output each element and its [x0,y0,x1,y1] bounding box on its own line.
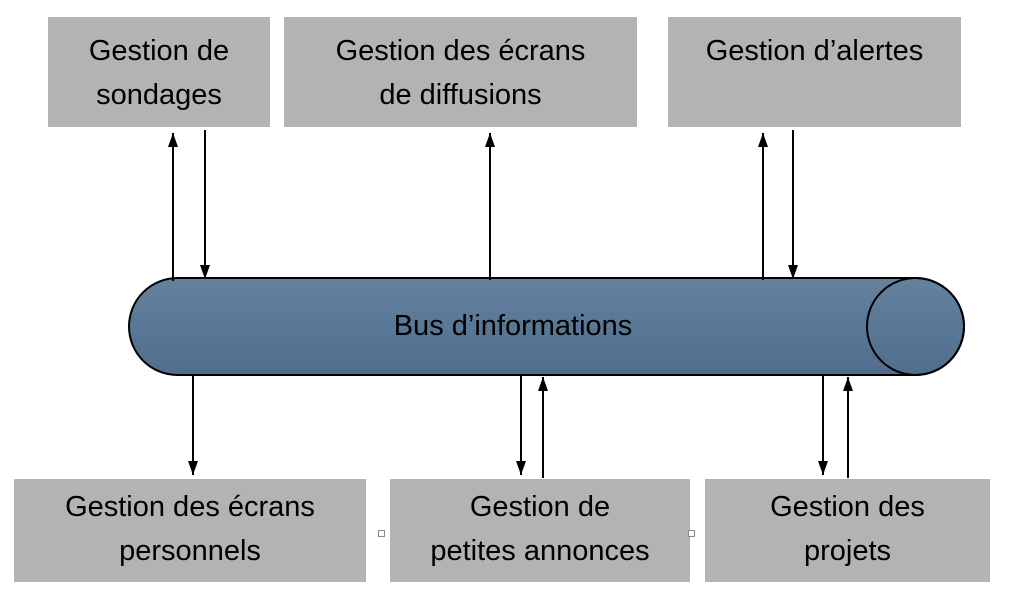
box-label-line: personnels [119,535,261,567]
bus-cylinder-body [128,277,965,376]
box-label-line: petites annonces [430,535,650,567]
box-label-line: Gestion de [88,35,230,67]
box-label-line: Gestion d’alertes [705,35,924,67]
box-gestion-alertes: Gestion d’alertes [668,17,961,127]
bus-cylinder-end-cap [866,277,965,376]
bus-label: Bus d’informations [393,310,633,342]
box-label-line: projets [803,535,892,567]
box-label-line: Gestion des écrans [65,491,315,523]
selection-handle [378,530,385,537]
box-gestion-projets: Gestion des projets [705,479,990,582]
box-label-line: de diffusions [379,79,542,111]
selection-handle [688,530,695,537]
box-gestion-ecrans-diffusions: Gestion des écrans de diffusions [284,17,637,127]
box-gestion-de-sondages: Gestion de sondages [48,17,270,127]
box-label-line: Gestion des écrans [335,35,586,67]
box-label-line: sondages [96,79,222,111]
box-label-line: Gestion de [469,491,611,523]
box-gestion-petites-annonces: Gestion de petites annonces [390,479,690,582]
box-label-line: Gestion des [770,491,925,523]
box-gestion-ecrans-personnels: Gestion des écrans personnels [14,479,366,582]
